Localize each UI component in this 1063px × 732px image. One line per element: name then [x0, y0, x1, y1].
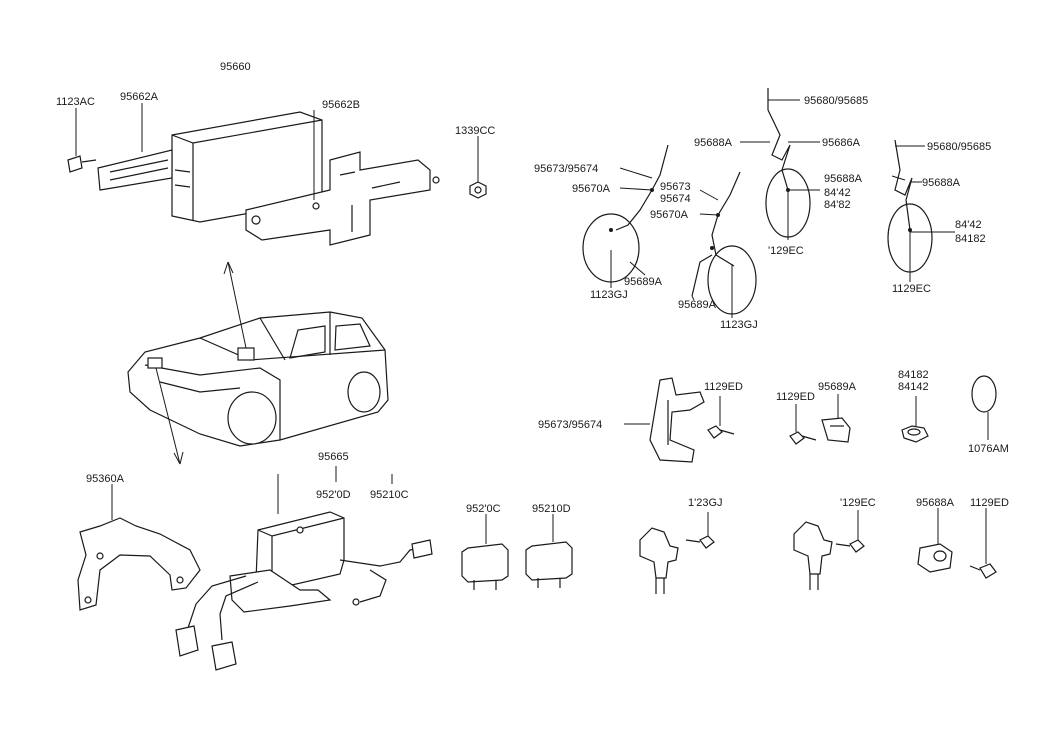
label-95673: 95673 — [660, 181, 691, 193]
relay-module-95665 — [175, 466, 433, 671]
label-95688A-d: 95688A — [916, 497, 955, 509]
label-95680-95685-b: 95680/95685 — [927, 141, 991, 153]
label-95360A: 95360A — [86, 473, 125, 485]
label-1123GJ-c: 1'23GJ — [688, 497, 723, 509]
label-1129ED-c: 1129ED — [970, 497, 1009, 509]
label-95673-95674-top: 95673/95674 — [534, 163, 598, 175]
label-1129ED-a: 1129ED — [704, 381, 743, 393]
bracket-95360A — [77, 484, 201, 611]
label-1123GJ-b: 1123GJ — [720, 319, 758, 331]
label-1076AM: 1076AM — [968, 443, 1009, 455]
label-95210C-a: 95210C — [370, 489, 409, 501]
clip-95689A — [821, 394, 851, 443]
leaders-top-right — [619, 99, 955, 301]
label-95688A-c: 95688A — [922, 177, 961, 189]
bolt-1129ED-c — [969, 508, 997, 579]
ecu-module-assembly — [67, 111, 487, 246]
label-84182-a: 84'82 — [824, 199, 851, 211]
label-1339CC: 1339CC — [455, 125, 495, 137]
relay-95210C — [461, 514, 509, 590]
grommet-84182 — [901, 396, 929, 443]
bolt-1129ED-b — [789, 404, 817, 445]
leaders-top-left — [75, 103, 479, 200]
label-95210C-b: 952'0C — [466, 503, 501, 515]
label-84142-a: 84'42 — [824, 187, 851, 199]
plug-1076AM — [971, 375, 997, 440]
label-95689A-c: 95689A — [818, 381, 857, 393]
label-84182-b: 84182 — [955, 233, 986, 245]
label-95689A-b: 95689A — [678, 299, 717, 311]
speed-sensor-1129EC — [793, 510, 865, 590]
part-labels: 95660 1123AC 95662A 95662B 1339CC 95680/… — [56, 61, 1009, 515]
label-95673-95674-mid: 95673/95674 — [538, 419, 602, 431]
label-95210D-b: 95210D — [532, 503, 571, 515]
label-95670A-a: 95670A — [572, 183, 611, 195]
label-1129EC-b: 1129EC — [892, 283, 931, 295]
label-1129ED-b: 1129ED — [776, 391, 815, 403]
label-95670A-b: 95670A — [650, 209, 689, 221]
label-1123AC: 1123AC — [56, 96, 95, 108]
label-95674: 95674 — [660, 193, 691, 205]
label-95665: 95665 — [318, 451, 349, 463]
speed-sensor-1123GJ — [639, 512, 715, 594]
sensor-bracket-95673 — [624, 377, 705, 463]
label-95688A-a: 95688A — [694, 137, 733, 149]
label-95662B: 95662B — [322, 99, 360, 111]
label-95688A-b: 95688A — [824, 173, 863, 185]
label-95680-95685-a: 95680/95685 — [804, 95, 868, 107]
label-95686A: 95686A — [822, 137, 861, 149]
vehicle-illustration — [127, 261, 389, 465]
label-1123GJ-a: 1123GJ — [590, 289, 628, 301]
label-95689A-a: 95689A — [624, 276, 663, 288]
bolt-1129ED-a — [707, 396, 735, 439]
label-95660: 95660 — [220, 61, 251, 73]
clip-95688A — [917, 508, 953, 573]
label-84142-c: 84142 — [898, 381, 929, 393]
label-95662A: 95662A — [120, 91, 159, 103]
label-95210D-a: 952'0D — [316, 489, 351, 501]
label-84142-b: 84'42 — [955, 219, 982, 231]
label-1129EC-c: '129EC — [840, 497, 876, 509]
label-1129EC-a: '129EC — [768, 245, 804, 257]
relay-95210D — [525, 514, 573, 588]
label-84182-c: 84182 — [898, 369, 929, 381]
